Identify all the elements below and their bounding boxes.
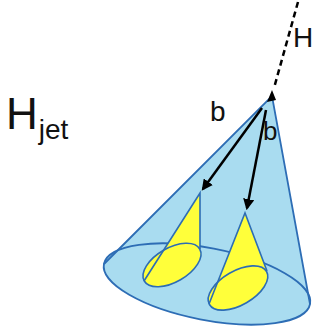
jet-cone-edge [104,96,310,304]
particle-label: H [293,24,313,52]
subjet-cone-edge [209,213,267,304]
jet-cone-base [97,229,317,329]
jet-subscript: jet [39,116,69,144]
subjet-cone-base [136,234,208,295]
subjet-cone-edge [144,193,200,281]
quark-label: b [263,118,277,144]
subjet-cone-base [201,257,275,319]
higgs-arrowhead [267,90,276,102]
jet-label: H [6,92,38,136]
quark-label: b [210,98,226,126]
